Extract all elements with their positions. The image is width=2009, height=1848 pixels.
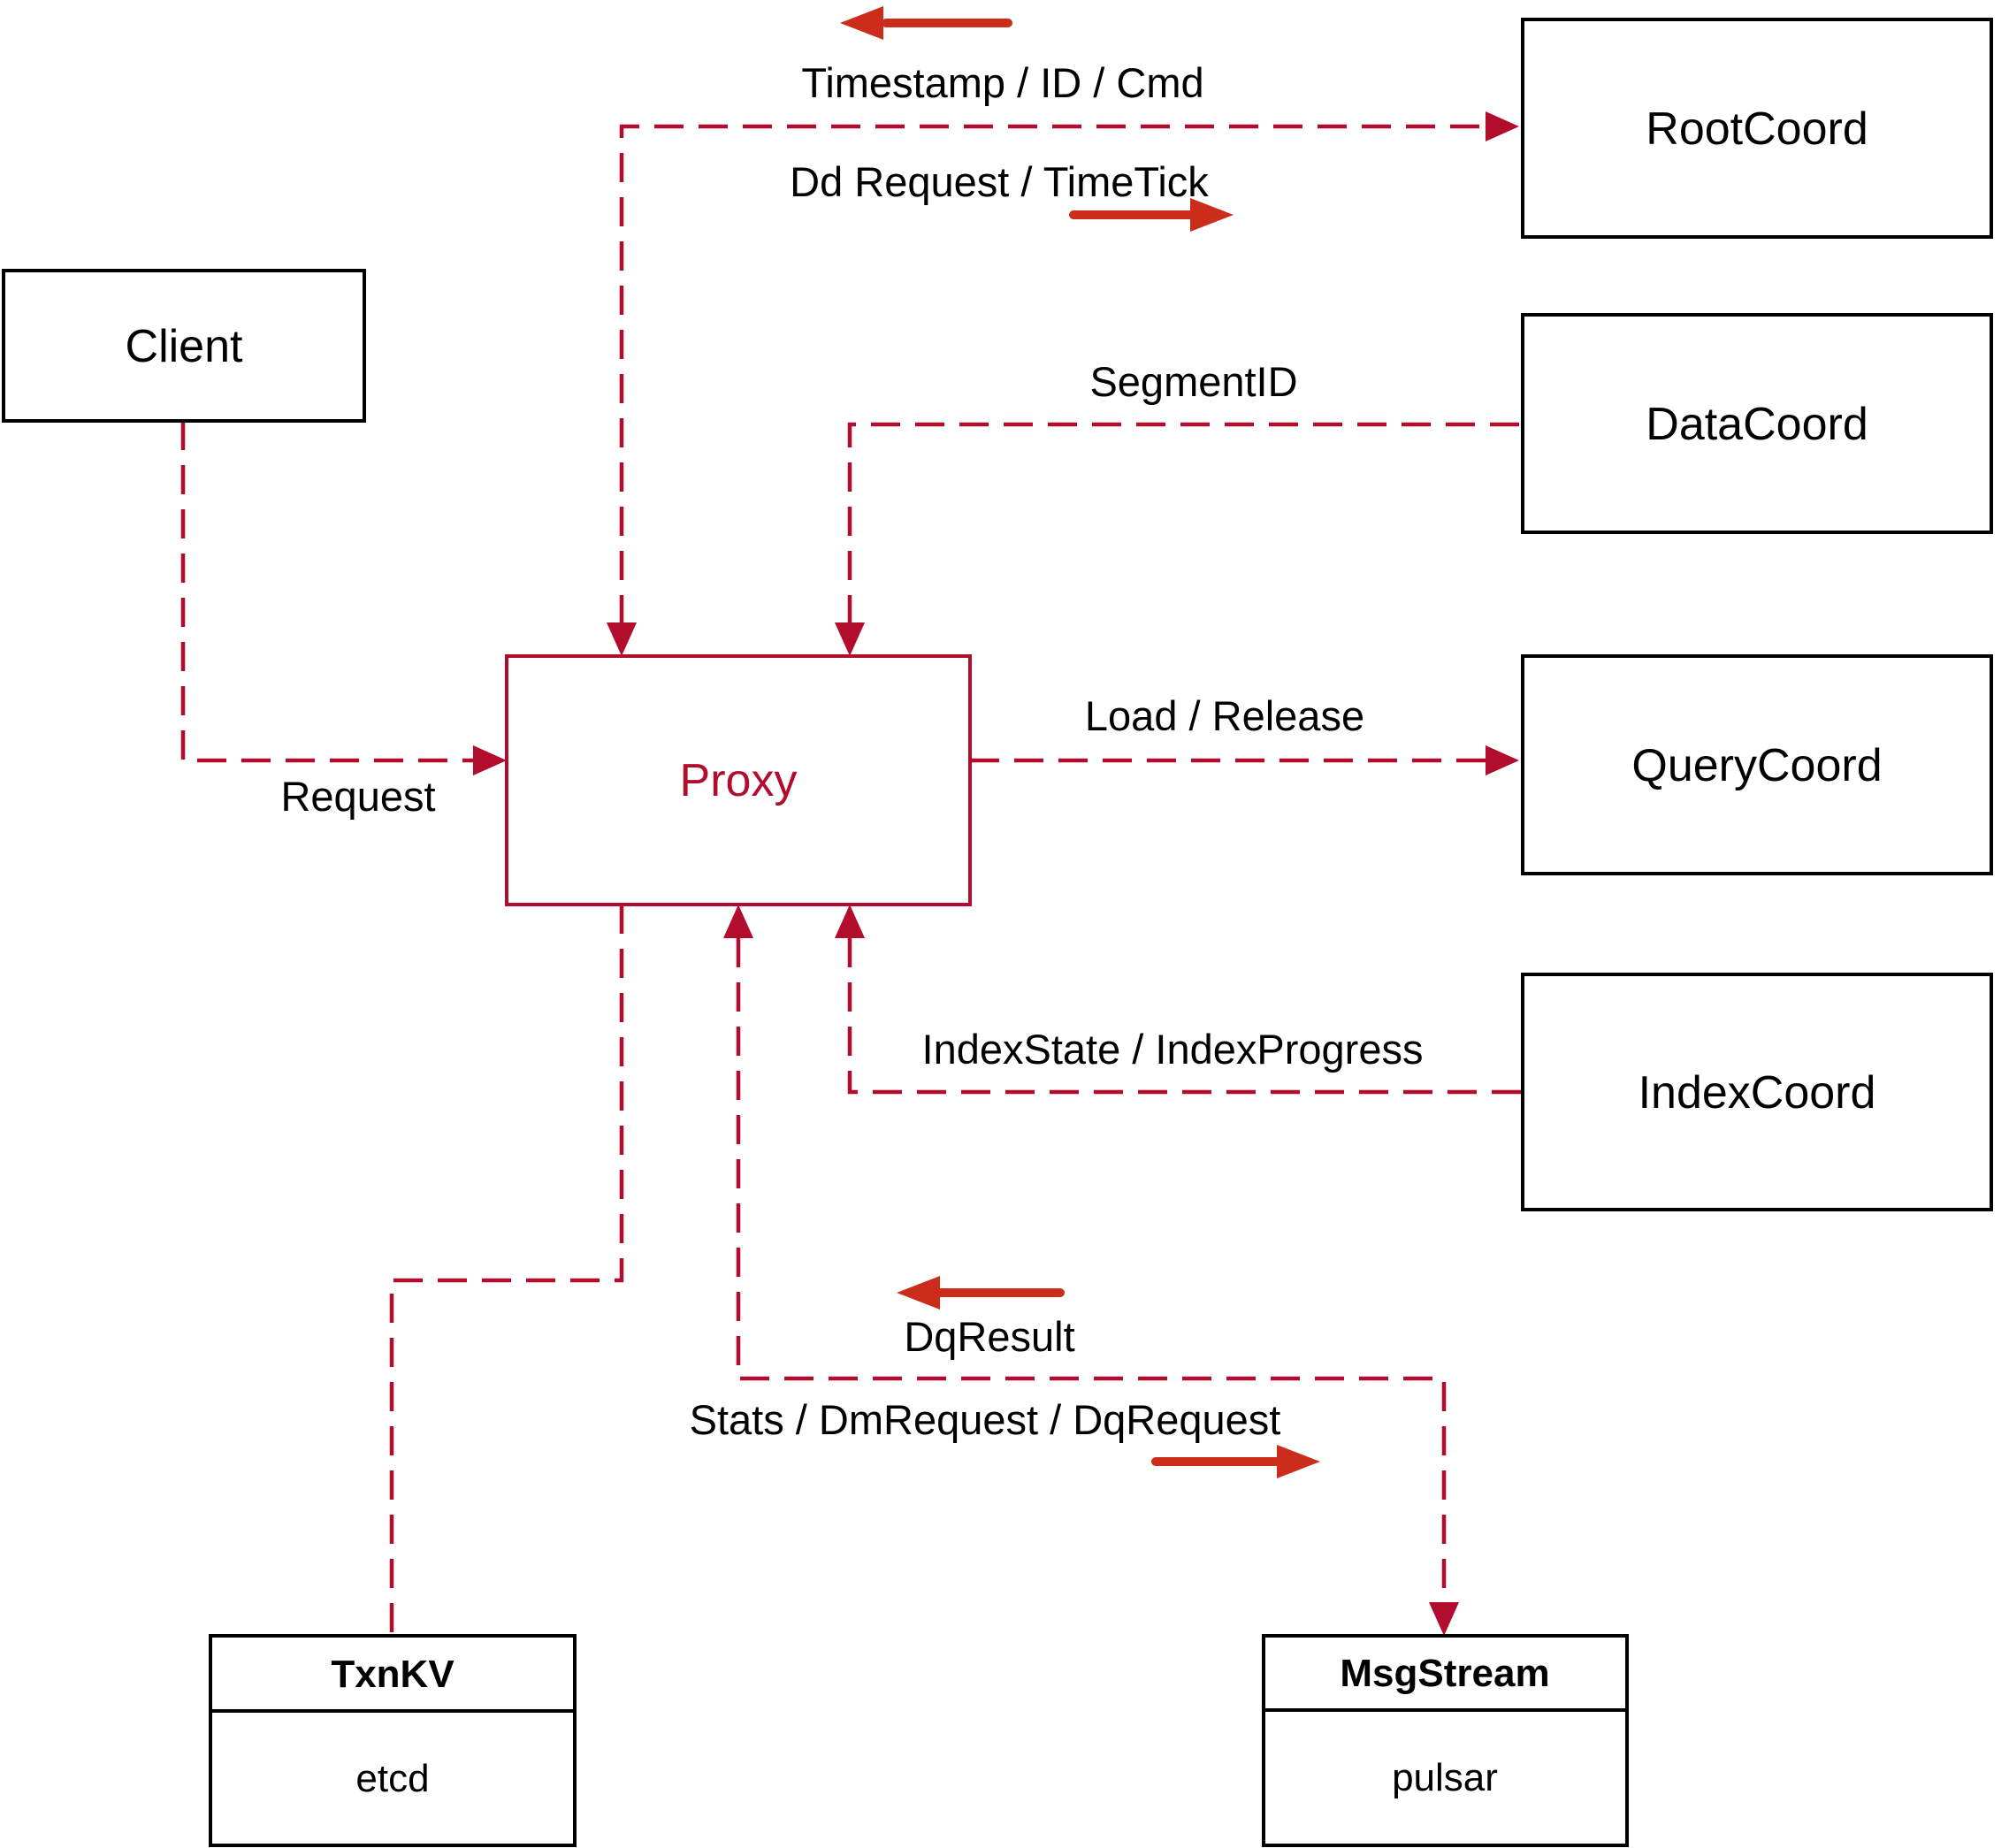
querycoord-box	[1521, 654, 1993, 875]
msgstream-title: MsgStream	[1340, 1652, 1549, 1695]
edge-proxy-msgstream-line	[736, 938, 1447, 1602]
node-txnkv: TxnKV etcd	[209, 1634, 577, 1847]
arrowhead-into-proxy-bottom-center-icon	[723, 905, 753, 938]
edge-label-stats-dmrequest-dqrequest: Stats / DmRequest / DqRequest	[690, 1396, 1281, 1443]
edge-label-request: Request	[280, 773, 435, 820]
arrowhead-into-msgstream-icon	[1429, 1602, 1459, 1636]
edge-indexcoord-proxy	[835, 905, 1523, 1095]
node-querycoord: QueryCoord	[1521, 654, 1993, 875]
edge-proxy-rootcoord	[607, 111, 1519, 656]
direction-arrow-left-top-icon	[840, 6, 1012, 40]
edge-label-dd-request-timetick: Dd Request / TimeTick	[790, 158, 1209, 205]
edge-label-load-release: Load / Release	[1085, 692, 1364, 739]
rootcoord-box	[1521, 18, 1993, 239]
proxy-box	[505, 654, 972, 906]
arrowhead-into-proxy-left-icon	[473, 745, 507, 775]
datacoord-label: DataCoord	[1646, 399, 1868, 450]
edge-proxy-txnkv-line	[389, 905, 624, 1636]
direction-arrow-left-bottom-head	[897, 1276, 940, 1310]
edge-proxy-rootcoord-line	[619, 124, 1486, 624]
node-client: Client	[2, 269, 366, 423]
edge-proxy-querycoord	[970, 745, 1519, 775]
direction-arrow-left-top-head	[840, 6, 883, 40]
msgstream-impl-label: pulsar	[1392, 1756, 1498, 1799]
datacoord-box	[1521, 313, 1993, 534]
edge-datacoord-proxy	[835, 422, 1523, 656]
indexcoord-box	[1521, 973, 1993, 1211]
edge-datacoord-proxy-line	[847, 422, 1523, 624]
edge-label-indexstate-indexprogress: IndexState / IndexProgress	[922, 1026, 1424, 1073]
direction-arrow-right-top-icon	[1069, 198, 1234, 232]
direction-arrow-right-top-head	[1190, 198, 1234, 232]
direction-arrow-right-bottom-head	[1277, 1445, 1320, 1478]
msgstream-box	[1262, 1634, 1629, 1847]
rootcoord-label: RootCoord	[1646, 103, 1868, 155]
edge-label-timestamp-id-cmd: Timestamp / ID / Cmd	[801, 59, 1203, 106]
direction-arrow-left-bottom-icon	[897, 1276, 1065, 1310]
node-msgstream: MsgStream pulsar	[1262, 1634, 1629, 1847]
node-proxy: Proxy	[505, 654, 972, 906]
arrowhead-into-rootcoord-icon	[1486, 111, 1519, 141]
arrowhead-into-proxy-top-right-icon	[835, 622, 865, 656]
arrowhead-into-proxy-bottom-right-icon	[835, 905, 865, 938]
txnkv-box	[209, 1634, 577, 1847]
edge-client-proxy-line	[180, 421, 473, 763]
node-rootcoord: RootCoord	[1521, 18, 1993, 239]
querycoord-label: QueryCoord	[1631, 740, 1882, 791]
arrowhead-into-proxy-top-left-icon	[607, 622, 637, 656]
txnkv-title: TxnKV	[331, 1653, 455, 1696]
direction-arrow-right-bottom-icon	[1151, 1445, 1320, 1478]
proxy-label: Proxy	[680, 755, 798, 806]
edge-client-proxy	[180, 421, 507, 775]
indexcoord-label: IndexCoord	[1639, 1067, 1876, 1119]
node-datacoord: DataCoord	[1521, 313, 1993, 534]
edge-proxy-txnkv	[389, 905, 624, 1636]
arrowhead-into-querycoord-icon	[1486, 745, 1519, 775]
client-label: Client	[126, 321, 243, 372]
client-box	[2, 269, 366, 423]
edge-indexcoord-proxy-line	[847, 938, 1523, 1095]
edge-label-segmentid: SegmentID	[1089, 358, 1297, 405]
node-indexcoord: IndexCoord	[1521, 973, 1993, 1211]
txnkv-impl-label: etcd	[355, 1757, 429, 1800]
edge-label-dqresult: DqResult	[904, 1313, 1074, 1360]
edge-proxy-msgstream	[723, 905, 1459, 1636]
